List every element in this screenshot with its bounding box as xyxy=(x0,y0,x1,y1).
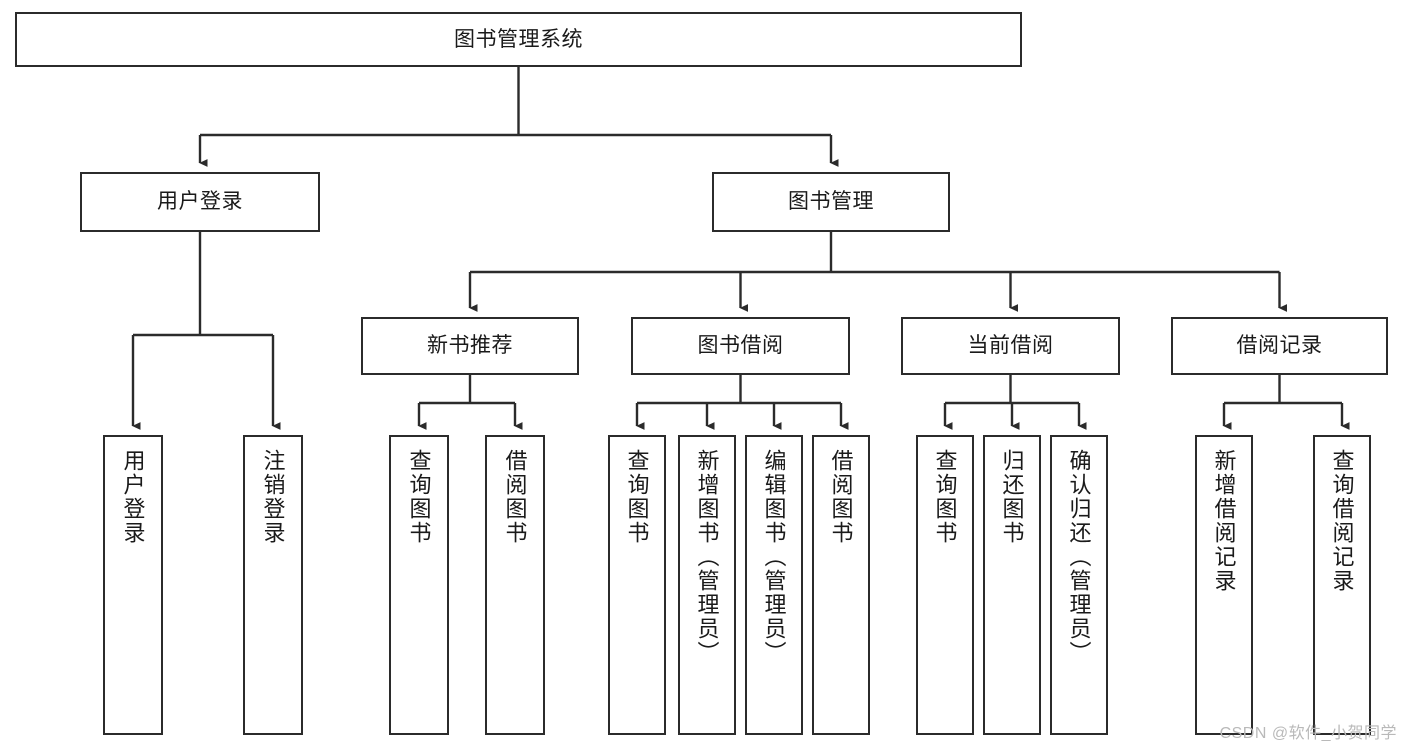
node-label: 新增借阅记录 xyxy=(1211,449,1237,593)
node-label: 查询借阅记录 xyxy=(1329,449,1355,593)
node-label: 借阅图书 xyxy=(828,449,854,545)
node-label: 新增图书（管理员） xyxy=(694,449,720,665)
node-l3_d1[interactable]: 查询图书 xyxy=(916,435,974,735)
node-l3_c3[interactable]: 编辑图书（管理员） xyxy=(745,435,803,735)
node-label: 用户登录 xyxy=(120,449,146,545)
csdn-watermark: CSDN @软件_小贺同学 xyxy=(1219,725,1397,742)
node-label: 归还图书 xyxy=(999,449,1025,545)
node-label: 图书管理系统 xyxy=(454,27,583,51)
node-label: 借阅图书 xyxy=(502,449,528,545)
node-l3_d3[interactable]: 确认归还（管理员） xyxy=(1050,435,1108,735)
node-l3_c4[interactable]: 借阅图书 xyxy=(812,435,870,735)
node-l1_login[interactable]: 用户登录 xyxy=(80,172,320,232)
node-l2_record[interactable]: 借阅记录 xyxy=(1171,317,1388,375)
node-l3_a2[interactable]: 注销登录 xyxy=(243,435,303,735)
node-label: 图书管理 xyxy=(788,190,874,214)
node-l2_borrow[interactable]: 图书借阅 xyxy=(631,317,850,375)
node-l3_b1[interactable]: 查询图书 xyxy=(389,435,449,735)
node-l3_e1[interactable]: 新增借阅记录 xyxy=(1195,435,1253,735)
node-label: 图书借阅 xyxy=(697,334,784,358)
node-l3_b2[interactable]: 借阅图书 xyxy=(485,435,545,735)
node-root[interactable]: 图书管理系统 xyxy=(15,12,1022,67)
node-label: 查询图书 xyxy=(406,449,432,545)
node-label: 注销登录 xyxy=(260,449,286,545)
node-label: 新书推荐 xyxy=(427,334,513,358)
node-l3_c2[interactable]: 新增图书（管理员） xyxy=(678,435,736,735)
node-label: 当前借阅 xyxy=(967,334,1054,358)
node-l3_a1[interactable]: 用户登录 xyxy=(103,435,163,735)
node-label: 借阅记录 xyxy=(1236,334,1323,358)
node-l2_new[interactable]: 新书推荐 xyxy=(361,317,579,375)
node-l3_e2[interactable]: 查询借阅记录 xyxy=(1313,435,1371,735)
node-label: 用户登录 xyxy=(157,190,243,214)
node-l1_book[interactable]: 图书管理 xyxy=(712,172,950,232)
node-l3_c1[interactable]: 查询图书 xyxy=(608,435,666,735)
node-l3_d2[interactable]: 归还图书 xyxy=(983,435,1041,735)
node-label: 确认归还（管理员） xyxy=(1066,449,1092,665)
node-label: 查询图书 xyxy=(624,449,650,545)
node-label: 编辑图书（管理员） xyxy=(761,449,787,665)
node-l2_current[interactable]: 当前借阅 xyxy=(901,317,1120,375)
node-label: 查询图书 xyxy=(932,449,958,545)
